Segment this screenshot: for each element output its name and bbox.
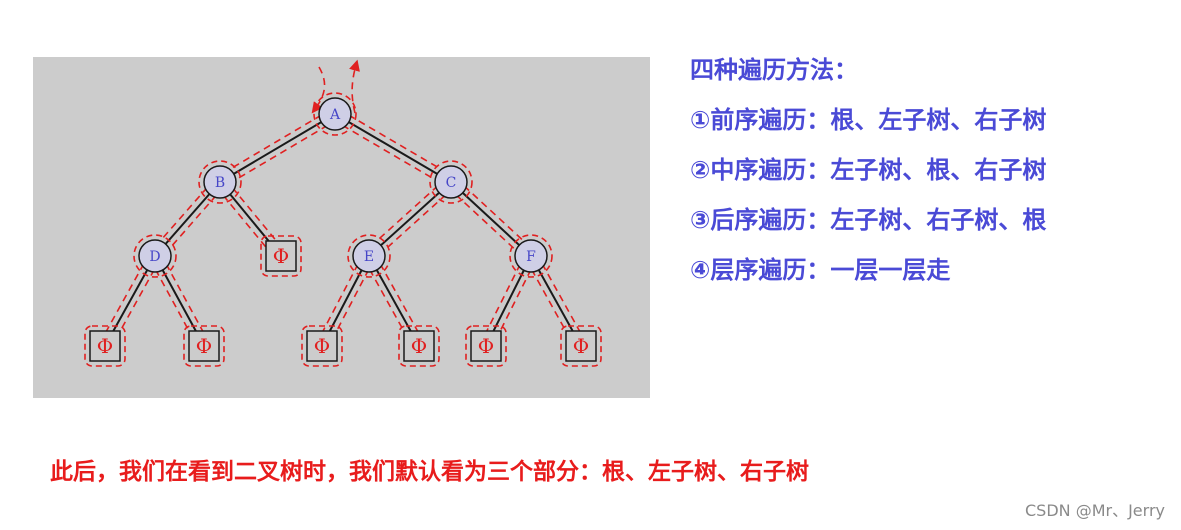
tree-node-label-A: A xyxy=(329,107,341,123)
null-node-label-n3: Φ xyxy=(196,334,212,358)
null-node-label-n6: Φ xyxy=(478,334,494,358)
tree-node-label-F: F xyxy=(526,249,536,265)
traversal-trace-B-n1-b xyxy=(224,177,287,253)
null-node-n1 xyxy=(265,240,297,272)
traversal-trace-D-n3-b xyxy=(159,252,210,344)
traversal-trace-D-n2-a xyxy=(99,252,151,344)
method-inorder: ②中序遍历：左子树、根、右子树 xyxy=(690,156,1047,184)
method-postorder: ③后序遍历：左子树、右子树、根 xyxy=(690,206,1047,234)
null-trace-n2 xyxy=(84,325,126,367)
null-node-label-n7: Φ xyxy=(573,334,589,358)
traversal-trace-B-n1-a xyxy=(214,185,277,261)
node-trace-E xyxy=(347,234,391,278)
null-node-n5 xyxy=(403,330,435,362)
traversal-methods: 四种遍历方法： ①前序遍历：根、左子树、右子树 ②中序遍历：左子树、根、右子树 … xyxy=(690,52,1170,302)
null-node-n3 xyxy=(188,330,220,362)
watermark: CSDN @Mr、Jerry xyxy=(1025,501,1165,520)
tree-node-A xyxy=(318,97,352,131)
traversal-trace-A-B-b xyxy=(222,118,339,188)
traversal-trace-E-n5-b xyxy=(373,252,425,344)
traversal-trace-A-B-a xyxy=(216,108,333,178)
null-node-label-n4: Φ xyxy=(314,334,330,358)
null-node-label-n1: Φ xyxy=(273,244,289,268)
tree-node-F xyxy=(514,239,548,273)
tree-node-B xyxy=(203,165,237,199)
tree-node-label-B: B xyxy=(215,175,225,191)
traversal-exit-arrow xyxy=(349,59,360,114)
tree-edge-A-B xyxy=(219,113,336,183)
null-node-n6 xyxy=(470,330,502,362)
traversal-trace-F-n6-b xyxy=(490,258,538,350)
method-preorder: ①前序遍历：根、左子树、右子树 xyxy=(690,106,1047,134)
tree-svg: A B C D E F Φ Φ Φ Φ Φ Φ Φ xyxy=(84,59,602,367)
tree-node-D xyxy=(138,239,172,273)
tree-edge-C-E xyxy=(368,181,452,257)
null-node-n4 xyxy=(306,330,338,362)
null-trace-n7 xyxy=(560,325,602,367)
traversal-trace-A-C-b xyxy=(337,108,455,178)
tree-node-E xyxy=(352,239,386,273)
traversal-trace-C-F-a xyxy=(446,185,528,261)
null-trace-n4 xyxy=(301,325,343,367)
null-node-label-n5: Φ xyxy=(411,334,427,358)
traversal-trace-B-D-b xyxy=(158,185,226,261)
methods-title: 四种遍历方法： xyxy=(690,56,858,84)
tree-node-label-D: D xyxy=(149,249,160,265)
tree-node-label-C: C xyxy=(446,175,457,191)
null-trace-n5 xyxy=(398,325,440,367)
traversal-trace-B-D-a xyxy=(149,177,217,253)
null-node-n2 xyxy=(89,330,121,362)
traversal-trace-C-E-b xyxy=(372,185,456,262)
traversal-entry-arrow xyxy=(311,66,326,114)
node-trace-F xyxy=(509,234,553,278)
null-node-label-n2: Φ xyxy=(97,334,113,358)
tree-edge-A-C xyxy=(334,113,452,183)
method-levelorder: ④层序遍历：一层一层走 xyxy=(690,256,951,284)
null-trace-n3 xyxy=(183,325,225,367)
traversal-trace-C-E-a xyxy=(364,176,448,253)
tree-edge-C-F xyxy=(450,181,532,257)
traversal-trace-F-n7-b xyxy=(535,252,587,344)
traversal-trace-F-n6-a xyxy=(479,252,527,344)
null-trace-n6 xyxy=(465,325,507,367)
tree-node-C xyxy=(434,165,468,199)
null-trace-n1 xyxy=(260,235,302,277)
node-trace-C xyxy=(429,160,473,204)
traversal-trace-A-C-a xyxy=(331,118,449,188)
node-trace-A xyxy=(313,92,357,136)
traversal-trace-C-F-b xyxy=(454,177,536,253)
conclusion-text: 此后，我们在看到二叉树时，我们默认看为三个部分：根、左子树、右子树 xyxy=(50,459,809,485)
node-trace-D xyxy=(133,234,177,278)
node-trace-B xyxy=(198,160,242,204)
binary-tree-diagram: A B C D E F Φ Φ Φ Φ Φ Φ Φ xyxy=(33,57,650,398)
tree-node-label-E: E xyxy=(364,249,374,265)
traversal-trace-E-n4-a xyxy=(315,252,365,344)
null-node-n7 xyxy=(565,330,597,362)
